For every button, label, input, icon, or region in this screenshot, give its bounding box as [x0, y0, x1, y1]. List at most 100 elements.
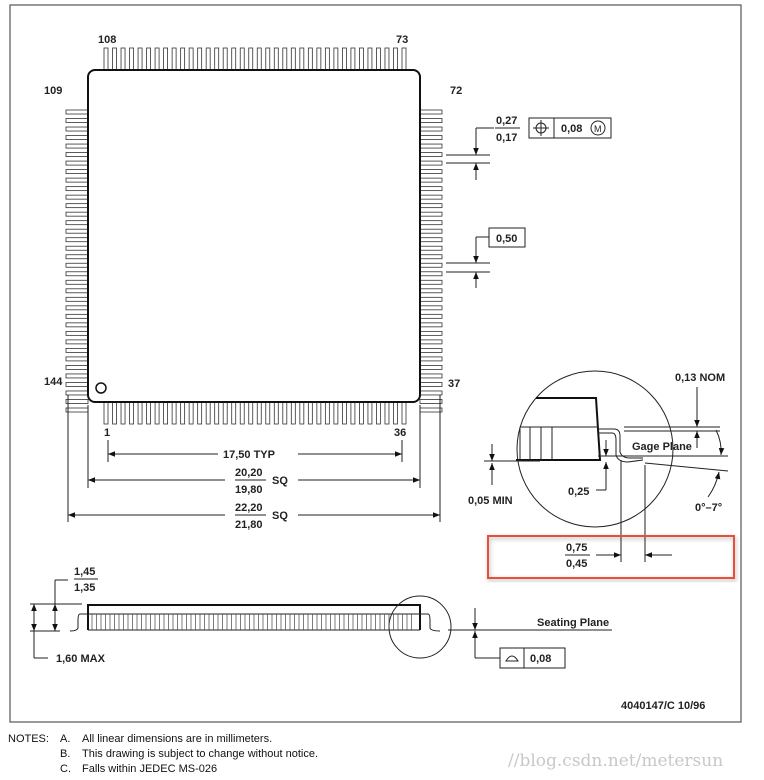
- lead: [282, 47, 288, 71]
- lead: [65, 356, 89, 362]
- highlight-box: [487, 535, 735, 579]
- note-text: This drawing is subject to change withou…: [82, 748, 318, 760]
- pitch-dimension: [446, 227, 526, 288]
- gage-plane-label: Gage Plane: [632, 441, 692, 453]
- dim-pitch: 0,50: [496, 233, 517, 245]
- dim-total-max: 1,60 MAX: [56, 653, 106, 665]
- lead: [65, 330, 89, 336]
- lead: [65, 399, 89, 404]
- lead: [419, 135, 443, 140]
- lead: [65, 203, 89, 209]
- lead: [205, 47, 211, 71]
- lead: [65, 118, 89, 123]
- lead: [419, 194, 443, 200]
- lead: [324, 401, 330, 425]
- lead: [419, 339, 443, 345]
- lead: [65, 220, 89, 226]
- lead: [65, 109, 89, 115]
- lead: [65, 186, 89, 192]
- dim-typ: 17,50 TYP: [223, 449, 275, 461]
- lead: [419, 262, 443, 268]
- lead: [376, 401, 381, 425]
- lead: [419, 390, 443, 396]
- lead: [299, 47, 305, 71]
- lead: [180, 401, 186, 425]
- lead: [103, 401, 109, 425]
- lead: [65, 194, 89, 200]
- lead: [137, 47, 143, 71]
- lead: [419, 399, 443, 404]
- note-letter: A.: [60, 733, 70, 745]
- lead: [419, 211, 443, 217]
- lead: [65, 279, 89, 285]
- lead: [129, 47, 134, 71]
- pin-label: 144: [44, 376, 63, 388]
- lead: [65, 143, 89, 149]
- lead: [419, 169, 443, 175]
- lead: [65, 296, 89, 302]
- lead: [419, 203, 443, 209]
- lead: [419, 109, 443, 115]
- lead: [282, 401, 288, 425]
- lead: [367, 401, 373, 425]
- dim-foot-min: 0,45: [566, 558, 587, 570]
- pin-label: 73: [396, 34, 408, 46]
- lead: [65, 322, 89, 328]
- lead: [341, 47, 347, 71]
- lead: [376, 47, 381, 71]
- note-letter: C.: [60, 763, 71, 775]
- lead: [65, 262, 89, 268]
- lead: [333, 401, 339, 425]
- lead: [401, 401, 407, 425]
- lead: [256, 47, 262, 71]
- lead: [112, 47, 117, 71]
- lead: [248, 47, 254, 71]
- lead: [256, 401, 262, 425]
- lead: [146, 401, 151, 425]
- lead: [359, 401, 364, 425]
- lead: [197, 401, 203, 425]
- lead: [419, 152, 443, 157]
- pin-label: 1: [104, 427, 110, 439]
- lead: [359, 47, 364, 71]
- dim-overall-min: 21,80: [235, 519, 263, 531]
- pin-label: 37: [448, 378, 460, 390]
- lead: [65, 245, 89, 251]
- lead: [273, 47, 279, 71]
- lead: [65, 160, 89, 166]
- lead: [129, 401, 134, 425]
- lead: [419, 228, 443, 234]
- note-letter: B.: [60, 748, 70, 760]
- lead: [419, 322, 443, 328]
- lead: [171, 47, 177, 71]
- lead: [214, 47, 220, 71]
- lead: [171, 401, 177, 425]
- lead: [419, 245, 443, 251]
- lead: [419, 186, 443, 192]
- lead: [65, 390, 89, 396]
- lead: [120, 401, 126, 425]
- lead: [65, 152, 89, 157]
- lead: [154, 47, 160, 71]
- mmc-symbol: M: [594, 124, 602, 134]
- lead: [419, 118, 443, 123]
- dim-gage-height: 0,25: [568, 486, 589, 498]
- lead: [205, 401, 211, 425]
- lead: [248, 401, 254, 425]
- dim-height-min: 1,35: [74, 582, 95, 594]
- lead: [273, 401, 279, 425]
- lead: [65, 228, 89, 234]
- seating-plane-label: Seating Plane: [537, 617, 609, 629]
- lead: [188, 401, 194, 425]
- package-body: [87, 69, 421, 403]
- lead: [65, 211, 89, 217]
- lead: [65, 254, 89, 260]
- lead: [419, 356, 443, 362]
- lead: [239, 47, 245, 71]
- lead: [65, 135, 89, 140]
- note-text: Falls within JEDEC MS-026: [82, 763, 217, 775]
- lead: [65, 365, 89, 370]
- lead: [299, 401, 305, 425]
- lead: [163, 401, 169, 425]
